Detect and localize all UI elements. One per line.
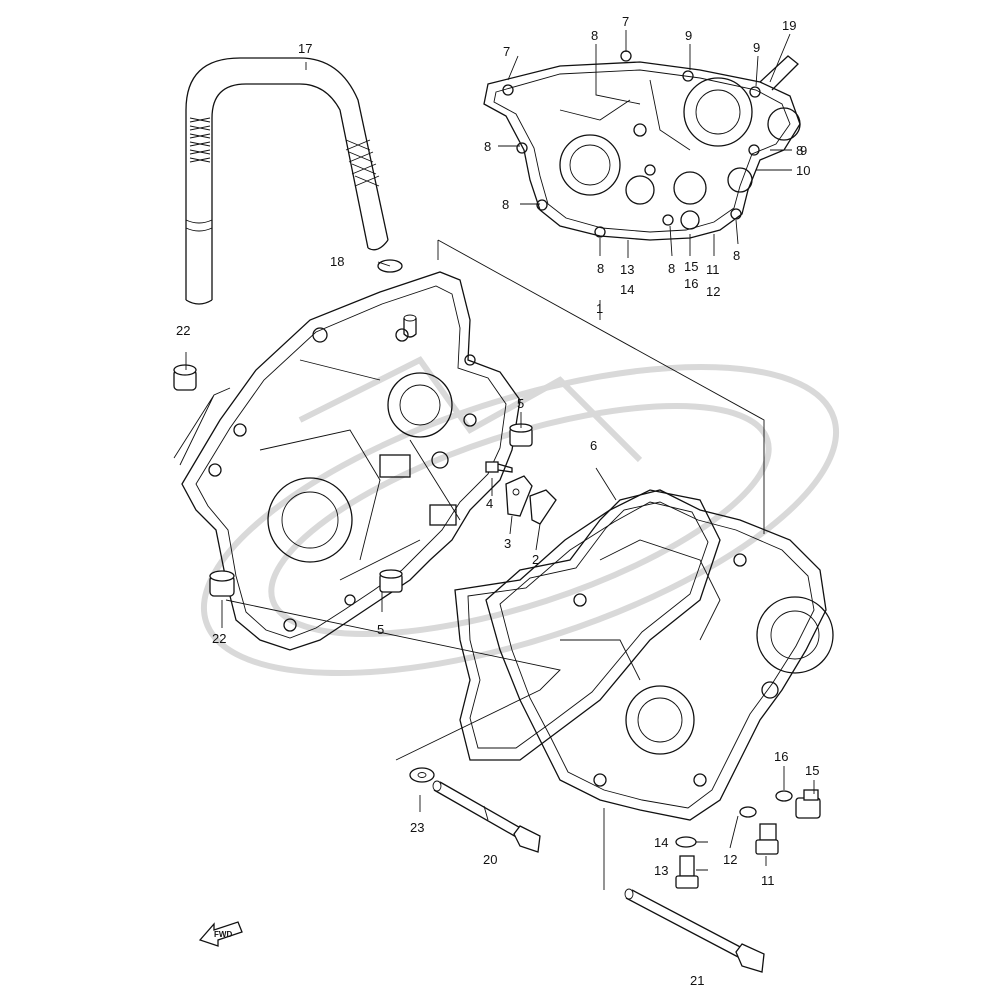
callout-8-bottom-2: 8 [668, 261, 675, 276]
callout-4: 4 [486, 496, 493, 511]
breather-hose [185, 57, 389, 305]
callout-1: 1 [596, 301, 603, 316]
callout-13-lower: 13 [654, 863, 668, 878]
drain-washer [675, 836, 697, 848]
retainer-plate [505, 475, 533, 517]
spacer-upper [173, 364, 197, 391]
callout-8-bottom-3: 8 [733, 248, 740, 263]
washer [409, 767, 435, 783]
callout-16-lower: 16 [774, 749, 788, 764]
cap-o-ring [775, 790, 793, 802]
plug-o-ring [739, 806, 757, 818]
callout-15-lower: 15 [805, 763, 819, 778]
callout-15-ref: 15 [684, 259, 698, 274]
callout-9-top: 9 [685, 28, 692, 43]
plate-gasket [529, 489, 557, 525]
callout-12-lower: 12 [723, 852, 737, 867]
watermark-logo [200, 356, 840, 677]
callout-8-top: 8 [591, 28, 598, 43]
callout-14-ref: 14 [620, 282, 634, 297]
callout-23: 23 [410, 820, 424, 835]
callout-21: 21 [690, 973, 704, 988]
callout-8-left-upper: 8 [484, 139, 491, 154]
crankcase-bolt-long [624, 888, 765, 973]
callout-17: 17 [298, 41, 312, 56]
callout-8-bottom-1: 8 [597, 261, 604, 276]
callout-5-lower: 5 [377, 622, 384, 637]
crankcase-reference-view [483, 50, 801, 241]
crankcase-gasket [454, 489, 721, 761]
callout-8-right: 8 [796, 143, 803, 158]
callout-7-left: 7 [503, 44, 510, 59]
callout-6: 6 [590, 438, 597, 453]
callout-9-right: 9 [753, 40, 760, 55]
callout-13-ref: 13 [620, 262, 634, 277]
callout-22-upper: 22 [176, 323, 190, 338]
callout-19: 19 [782, 18, 796, 33]
left-crankcase-half [181, 271, 521, 651]
callout-18: 18 [330, 254, 344, 269]
dowel-pin-lower [379, 569, 403, 593]
forward-direction-icon: FWD [198, 921, 243, 947]
callout-16-ref: 16 [684, 276, 698, 291]
callout-9-side: 9 [800, 143, 807, 158]
callout-14-lower: 14 [654, 835, 668, 850]
leader-lines [173, 30, 815, 890]
callout-11-ref: 11 [706, 262, 720, 277]
callout-20: 20 [483, 852, 497, 867]
callout-7-top: 7 [622, 14, 629, 29]
callout-12-ref: 12 [706, 284, 720, 299]
plug [755, 823, 779, 855]
callout-10: 10 [796, 163, 810, 178]
drain-bolt [675, 855, 699, 889]
callout-labels: 17 18 22 22 1 5 5 4 3 2 6 7 7 8 8 8 8 8 … [176, 14, 819, 988]
right-crankcase-half [485, 489, 834, 821]
callout-3: 3 [504, 536, 511, 551]
callout-11-lower: 11 [761, 873, 775, 888]
spacer-lower [209, 570, 235, 597]
callout-22-lower: 22 [212, 631, 226, 646]
small-bolt [485, 461, 513, 473]
crankcase-bolt-medium [432, 780, 541, 853]
callout-8-left-lower: 8 [502, 197, 509, 212]
callout-5-upper: 5 [517, 396, 524, 411]
forward-label: FWD [214, 930, 232, 939]
cap-plug [795, 789, 821, 819]
callout-2: 2 [532, 552, 539, 567]
